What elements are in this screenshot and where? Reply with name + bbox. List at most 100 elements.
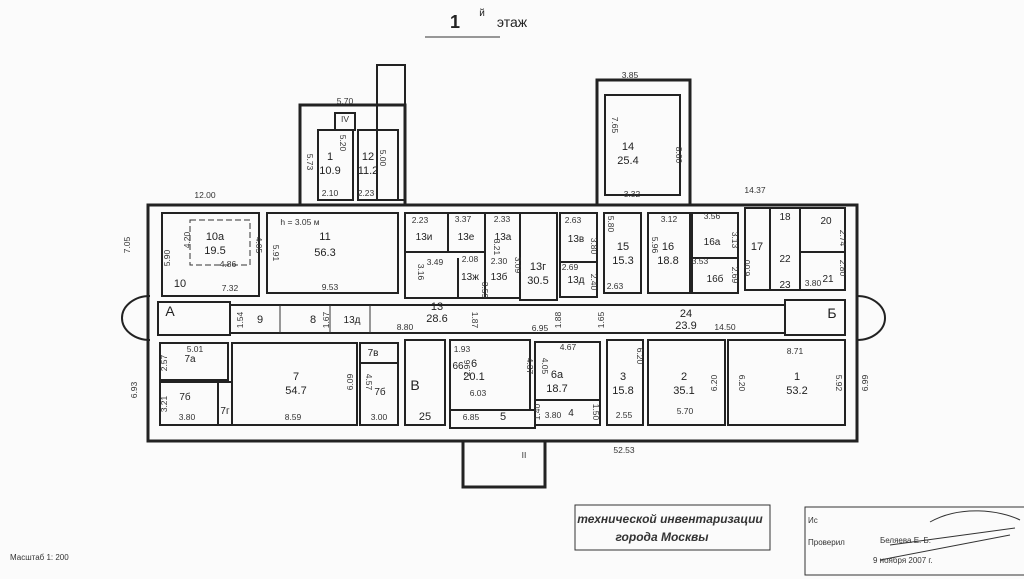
room-2 <box>647 339 726 426</box>
plan-label: 2.30 <box>491 256 508 266</box>
plan-label: 13д <box>344 315 361 326</box>
plan-label: 13г <box>530 261 546 273</box>
plan-label: 30.5 <box>527 275 548 287</box>
plan-label: 18.7 <box>546 383 567 395</box>
plan-label: 6.20 <box>709 374 719 391</box>
plan-label: 8.80 <box>397 322 414 332</box>
plan-label: 8.60 <box>674 147 684 164</box>
plan-label: 7б <box>179 391 191 403</box>
plan-label: 13д <box>568 275 585 286</box>
plan-label: II <box>522 450 527 460</box>
room-16 <box>647 212 691 294</box>
plan-label: 3.80 <box>179 412 196 422</box>
checked-name: Беляева Е. Б. <box>880 536 931 545</box>
floor-suffix: й <box>479 8 485 19</box>
plan-label: 2.74 <box>838 230 848 247</box>
plan-label: 13и <box>416 232 433 243</box>
plan-label: 2.96 <box>462 359 472 376</box>
plan-label: 3.85 <box>622 70 639 80</box>
room-15 <box>603 212 642 294</box>
plan-label: 4.20 <box>182 231 192 248</box>
plan-label: 3.49 <box>427 257 444 267</box>
stair-a <box>157 301 231 336</box>
plan-label: 3.09 <box>513 257 523 274</box>
plan-label: 6.03 <box>470 388 487 398</box>
plan-label: h = 3.05 м <box>280 217 319 227</box>
stamp-line-2: города Москвы <box>615 530 709 544</box>
stamp-box <box>574 504 771 551</box>
plan-label: 6 <box>471 358 477 370</box>
plan-label: 4.67 <box>560 342 577 352</box>
plan-label: 4.57 <box>364 374 374 391</box>
stair-labels: А Б В IV II <box>165 114 836 460</box>
plan-label: 2.33 <box>494 214 511 224</box>
plan-label: 20 <box>820 216 832 227</box>
plan-label: 22 <box>779 254 791 265</box>
date: 9 ноября 2007 г. <box>873 556 933 565</box>
plan-label: 9.53 <box>322 282 339 292</box>
plan-label: 5.70 <box>677 406 694 416</box>
plan-label: 16б <box>707 273 724 285</box>
plan-label: 7г <box>220 406 230 417</box>
room-12 <box>357 129 399 201</box>
plan-label: 3.37 <box>455 214 472 224</box>
room-3 <box>606 339 644 426</box>
plan-label: 4.86 <box>220 259 237 269</box>
plan-label: 18 <box>779 212 791 223</box>
plan-label: 1.67 <box>321 311 331 328</box>
plan-label: 7.65 <box>610 117 620 134</box>
plan-label: 23.9 <box>675 320 696 332</box>
plan-label: 2.69 <box>562 262 579 272</box>
plan-label: 4.37 <box>525 358 535 375</box>
plan-label: 6.95 <box>532 323 549 333</box>
plan-label: 11.2 <box>358 165 379 177</box>
plan-label: 13б <box>491 271 508 283</box>
plan-label: 13в <box>568 234 584 245</box>
room-4 <box>534 399 601 426</box>
room-7g <box>217 381 233 426</box>
plan-label: 28.6 <box>426 313 447 325</box>
plan-label: 14.37 <box>744 185 766 195</box>
plan-label: 15.3 <box>612 255 633 267</box>
plan-label: 12 <box>362 151 374 163</box>
plan-label: 6.85 <box>463 412 480 422</box>
plan-label: 6.93 <box>129 381 139 398</box>
room-1 <box>727 339 846 426</box>
plan-label: 53.2 <box>786 385 807 397</box>
room-16a <box>691 212 739 294</box>
plan-label: 5.80 <box>606 216 616 233</box>
plan-label: А <box>165 303 175 319</box>
plan-label: 2.40 <box>589 274 599 291</box>
plan-label: 7в <box>368 348 379 359</box>
floor-word: этаж <box>497 14 528 30</box>
plan-label: 5.96 <box>650 237 660 254</box>
plan-label: 2 <box>681 371 687 383</box>
plan-label: 15 <box>617 241 629 253</box>
floor-number: 1 <box>450 12 460 32</box>
plan-label: 1 <box>327 151 333 163</box>
plan-label: 6.20 <box>737 375 747 392</box>
plan-label: 6.20 <box>635 348 645 365</box>
plan-label: 10 <box>174 278 186 290</box>
plan-label: 4.05 <box>254 237 264 254</box>
entrance-portico <box>461 439 547 489</box>
plan-label: 13а <box>495 232 512 243</box>
scale-label: Масштаб 1: 200 <box>10 553 69 562</box>
plan-label: 10a <box>206 231 225 243</box>
plan-label: 6а <box>551 369 564 381</box>
north-east-wing <box>595 78 692 207</box>
signature <box>879 510 1021 561</box>
north-stair <box>376 64 406 201</box>
plan-label: 7.05 <box>122 236 132 253</box>
stair-b <box>784 299 846 336</box>
plan-label: 8 <box>310 314 316 326</box>
dimension-labels: 5.70 5.73 3.85 7.65 8.60 3.32 14.37 12.0… <box>122 70 870 455</box>
plan-label: 16 <box>662 241 674 253</box>
room-7v <box>359 342 399 426</box>
room-7a <box>159 342 229 381</box>
room-iv <box>334 112 356 131</box>
room-11 <box>266 212 399 294</box>
plan-label: 54.7 <box>285 385 306 397</box>
plan-label: 1.65 <box>596 311 606 328</box>
